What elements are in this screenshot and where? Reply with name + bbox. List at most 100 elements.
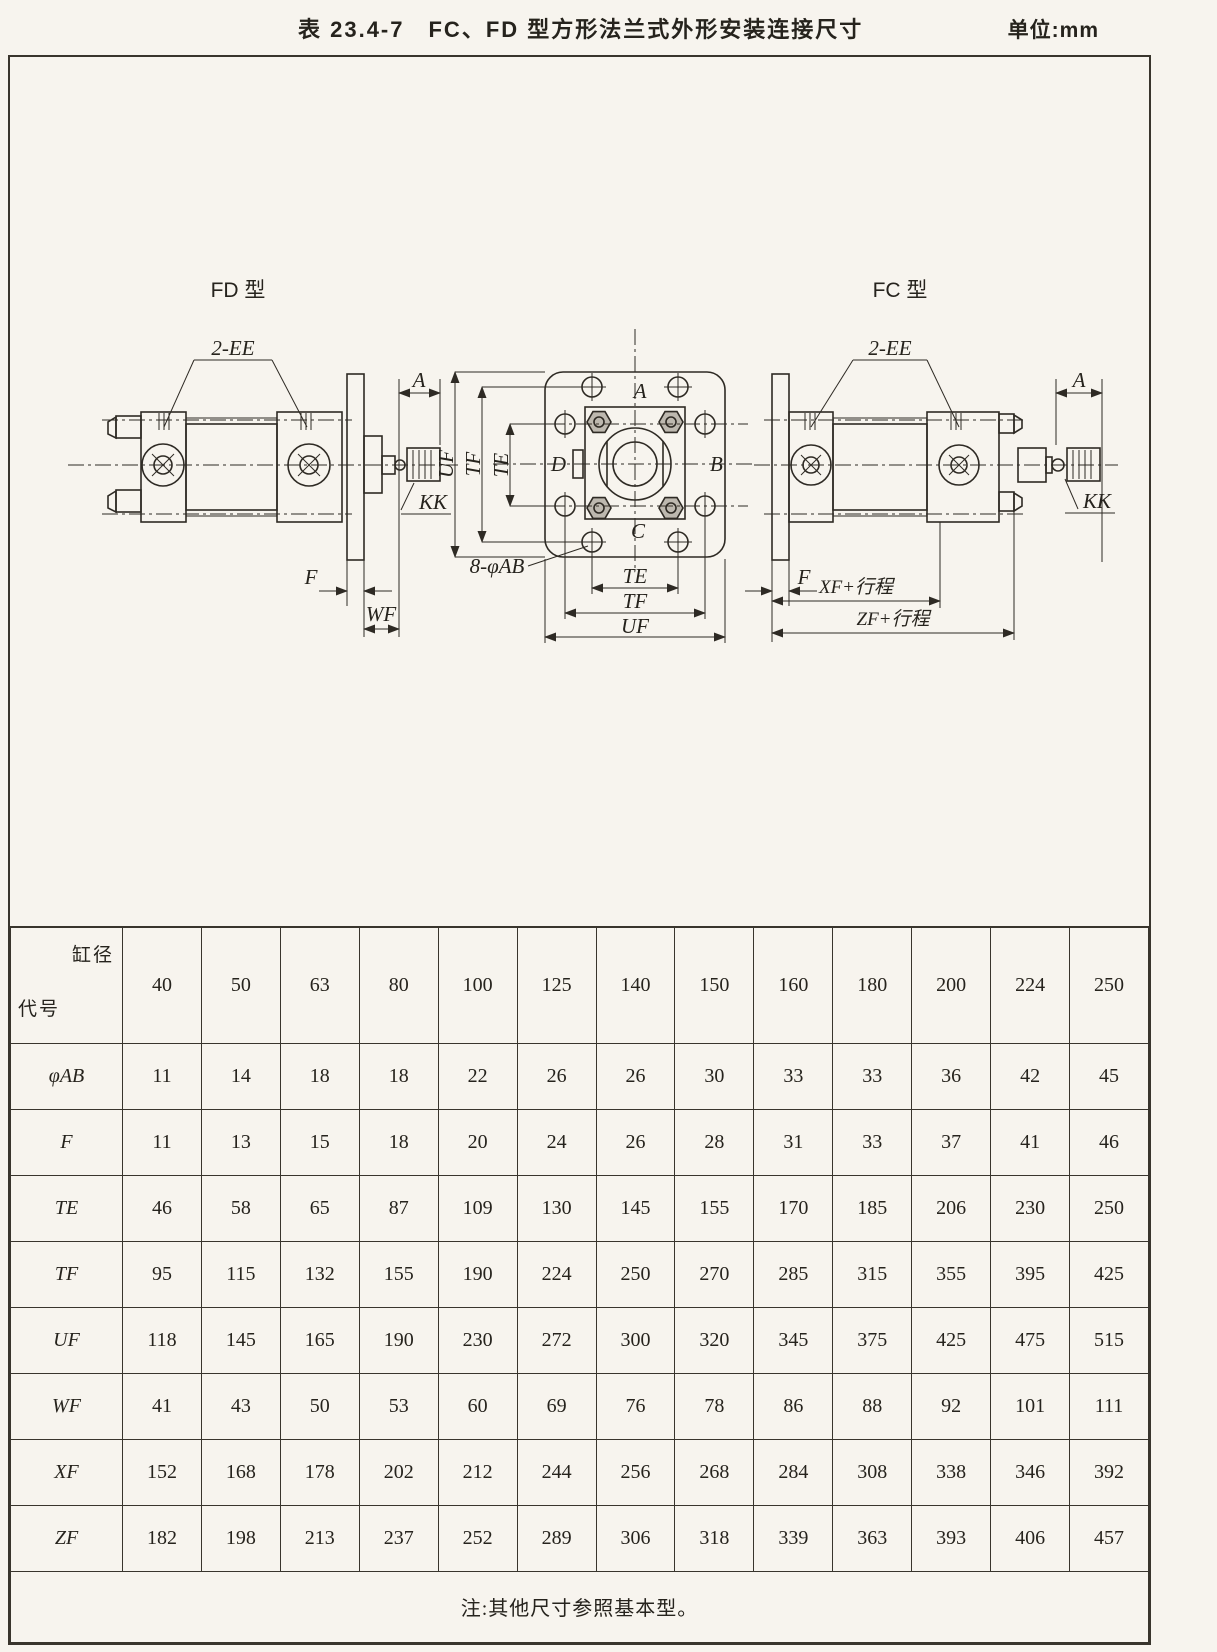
value-cell: 18	[279, 1042, 360, 1110]
column-header: 140	[595, 926, 676, 1044]
value-cell: 224	[516, 1240, 597, 1308]
row-label: XF	[10, 1438, 123, 1506]
fd-a-label: A	[411, 368, 426, 392]
content-frame: FD 型 2-EE	[8, 55, 1151, 1645]
row-label: F	[10, 1108, 123, 1176]
value-cell: 475	[990, 1306, 1071, 1374]
value-cell: 256	[595, 1438, 676, 1506]
value-cell: 33	[753, 1042, 834, 1110]
row-label: TF	[10, 1240, 123, 1308]
note-cell: 注:其他尺寸参照基本型。	[10, 1570, 1149, 1643]
fc-xf-label: XF+行程	[818, 577, 896, 598]
value-cell: 392	[1069, 1438, 1149, 1506]
value-cell: 26	[595, 1108, 676, 1176]
front-d-label: D	[550, 452, 566, 476]
value-cell: 41	[990, 1108, 1071, 1176]
value-cell: 88	[832, 1372, 913, 1440]
value-cell: 60	[437, 1372, 518, 1440]
value-cell: 145	[200, 1306, 281, 1374]
value-cell: 11	[122, 1108, 202, 1176]
value-cell: 43	[200, 1372, 281, 1440]
column-header: 250	[1069, 926, 1149, 1044]
value-cell: 308	[832, 1438, 913, 1506]
value-cell: 457	[1069, 1504, 1149, 1572]
value-cell: 24	[516, 1108, 597, 1176]
column-header: 125	[516, 926, 597, 1044]
fd-ee-label: 2-EE	[211, 336, 254, 360]
value-cell: 190	[358, 1306, 439, 1374]
value-cell: 425	[911, 1306, 992, 1374]
value-cell: 375	[832, 1306, 913, 1374]
fd-view: FD 型 2-EE	[68, 279, 458, 637]
column-header: 200	[911, 926, 992, 1044]
value-cell: 115	[200, 1240, 281, 1308]
value-cell: 78	[674, 1372, 755, 1440]
front-uf-left-label: UF	[434, 450, 458, 478]
column-header: 50	[200, 926, 281, 1044]
value-cell: 46	[1069, 1108, 1149, 1176]
value-cell: 406	[990, 1504, 1071, 1572]
value-cell: 26	[516, 1042, 597, 1110]
title-bar: 表 23.4-7 FC、FD 型方形法兰式外形安装连接尺寸 单位:mm	[0, 0, 1217, 55]
front-uf-bottom-label: UF	[621, 614, 649, 638]
value-cell: 270	[674, 1240, 755, 1308]
value-cell: 155	[674, 1174, 755, 1242]
value-cell: 320	[674, 1306, 755, 1374]
value-cell: 30	[674, 1042, 755, 1110]
value-cell: 130	[516, 1174, 597, 1242]
value-cell: 50	[279, 1372, 360, 1440]
front-view: A B C D U	[434, 329, 754, 643]
value-cell: 109	[437, 1174, 518, 1242]
value-cell: 272	[516, 1306, 597, 1374]
note-row: 注:其他尺寸参照基本型。	[10, 1570, 1149, 1643]
value-cell: 87	[358, 1174, 439, 1242]
column-header: 40	[122, 926, 202, 1044]
value-cell: 202	[358, 1438, 439, 1506]
value-cell: 41	[122, 1372, 202, 1440]
value-cell: 300	[595, 1306, 676, 1374]
value-cell: 395	[990, 1240, 1071, 1308]
front-a-label: A	[632, 379, 647, 403]
value-cell: 212	[437, 1438, 518, 1506]
value-cell: 46	[122, 1174, 202, 1242]
unit-label: 单位:mm	[1007, 19, 1099, 42]
column-header: 224	[990, 926, 1071, 1044]
value-cell: 346	[990, 1438, 1071, 1506]
value-cell: 20	[437, 1108, 518, 1176]
fd-wf-label: WF	[366, 602, 396, 626]
value-cell: 363	[832, 1504, 913, 1572]
value-cell: 252	[437, 1504, 518, 1572]
value-cell: 53	[358, 1372, 439, 1440]
fc-kk-label: KK	[1082, 489, 1112, 513]
value-cell: 198	[200, 1504, 281, 1572]
value-cell: 101	[990, 1372, 1071, 1440]
fc-zf-label: ZF+行程	[857, 609, 933, 630]
value-cell: 155	[358, 1240, 439, 1308]
row-label: UF	[10, 1306, 123, 1374]
value-cell: 318	[674, 1504, 755, 1572]
value-cell: 284	[753, 1438, 834, 1506]
fc-view: FC 型 2-EE	[745, 279, 1118, 642]
fd-title: FD 型	[211, 279, 266, 302]
value-cell: 37	[911, 1108, 992, 1176]
value-cell: 268	[674, 1438, 755, 1506]
row-label: TE	[10, 1174, 123, 1242]
value-cell: 178	[279, 1438, 360, 1506]
front-te-left-label: TE	[489, 453, 513, 478]
value-cell: 22	[437, 1042, 518, 1110]
fc-ee-label: 2-EE	[868, 336, 911, 360]
value-cell: 92	[911, 1372, 992, 1440]
fd-f-label: F	[304, 565, 318, 589]
column-header: 160	[753, 926, 834, 1044]
value-cell: 28	[674, 1108, 755, 1176]
value-cell: 15	[279, 1108, 360, 1176]
value-cell: 515	[1069, 1306, 1149, 1374]
corner-cell: 缸径代号	[10, 926, 123, 1044]
